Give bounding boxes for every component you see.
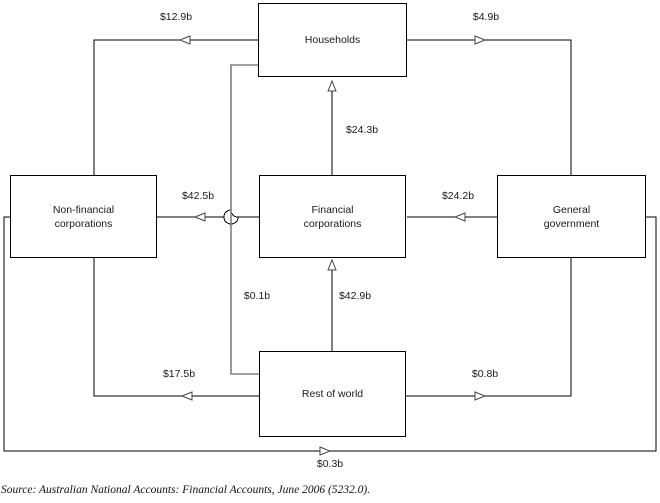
- node-non-financial-corporations[interactable]: Non-financial corporations: [10, 175, 157, 258]
- flow-label-hh-to-gov: $4.9b: [472, 11, 500, 23]
- node-households[interactable]: Households: [258, 3, 407, 77]
- flow-label-hh-to-nfc: $12.9b: [159, 11, 193, 23]
- flow-label-row-to-nfc: $17.5b: [162, 368, 196, 380]
- node-financial-corporations[interactable]: Financial corporations: [259, 175, 406, 258]
- connector-row-to-gov: [485, 258, 572, 397]
- flow-label-fc-to-nfc: $42.5b: [181, 190, 215, 202]
- flow-label-gov-to-fc: $24.2b: [441, 190, 475, 202]
- flow-label-row-to-gov: $0.8b: [471, 368, 499, 380]
- node-general-government[interactable]: General government: [497, 175, 646, 258]
- connector-hh-to-gov: [485, 39, 572, 175]
- flow-label-fc-to-hh: $24.3b: [345, 124, 379, 136]
- node-rest-of-world[interactable]: Rest of world: [259, 351, 406, 437]
- node-households-label: Households: [304, 34, 361, 46]
- connector-nfc-to-gov-arrow: [3, 216, 330, 451]
- flow-label-hh-to-row: $0.1b: [243, 290, 271, 302]
- connector-hh-to-nfc: [93, 39, 180, 175]
- node-financial-corporations-label: Financial corporations: [303, 203, 362, 230]
- flow-label-row-to-fc: $42.9b: [338, 290, 372, 302]
- connector-row-to-nfc: [93, 258, 182, 397]
- node-rest-of-world-label: Rest of world: [301, 388, 364, 400]
- flow-label-nfc-to-gov: $0.3b: [316, 458, 344, 470]
- connector-nfc-to-gov: [330, 216, 657, 452]
- node-non-financial-corporations-label: Non-financial corporations: [52, 203, 115, 230]
- source-note: Source: Australian National Accounts: Fi…: [1, 484, 371, 496]
- node-general-government-label: General government: [543, 203, 600, 230]
